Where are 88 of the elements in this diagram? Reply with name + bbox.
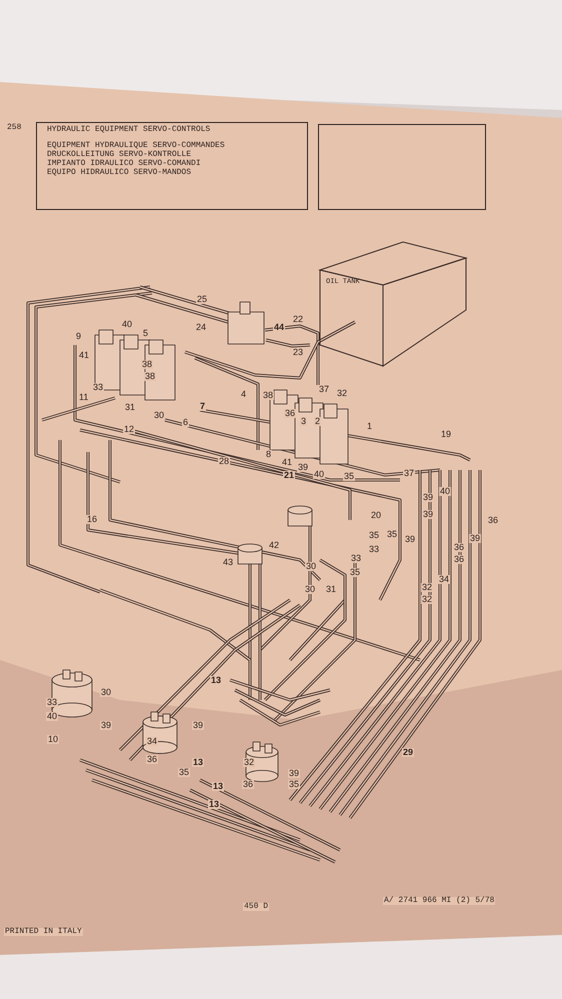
callout-number: 43 bbox=[222, 558, 234, 567]
subheading: EQUIPMENT HYDRAULIQUE SERVO-COMMANDES bbox=[47, 141, 226, 150]
callout-number: 4 bbox=[240, 390, 248, 399]
callout-number: 29 bbox=[402, 748, 414, 757]
footer-text: PRINTED IN ITALY bbox=[4, 928, 83, 936]
empty-box bbox=[318, 124, 486, 210]
callout-number: 30 bbox=[100, 688, 112, 697]
callout-number: 23 bbox=[292, 348, 304, 357]
footer-text: 450 D bbox=[243, 903, 270, 911]
callout-number: 13 bbox=[192, 758, 204, 767]
title-box bbox=[36, 122, 308, 210]
callout-number: 39 bbox=[100, 721, 112, 730]
callout-number: 32 bbox=[243, 758, 256, 767]
callout-number: 40 bbox=[46, 712, 58, 721]
callout-number: 44 bbox=[273, 323, 286, 332]
callout-number: 40 bbox=[121, 320, 134, 329]
callout-number: 9 bbox=[75, 332, 82, 341]
callout-number: 35 bbox=[288, 780, 300, 789]
callout-number: 30 bbox=[153, 411, 166, 420]
callout-number: 34 bbox=[438, 575, 450, 584]
footer-text: A/ 2741 966 MI (2) 5/78 bbox=[383, 897, 496, 905]
callout-number: 39 bbox=[297, 463, 310, 472]
callout-number: 13 bbox=[208, 800, 220, 809]
callout-number: 22 bbox=[292, 315, 304, 324]
callout-number: 2 bbox=[314, 417, 322, 426]
callout-number: 42 bbox=[268, 541, 280, 550]
callout-number: 32 bbox=[421, 595, 434, 604]
callout-number: 39 bbox=[422, 510, 434, 519]
callout-number: 39 bbox=[192, 721, 204, 730]
callout-number: 13 bbox=[210, 676, 222, 685]
subheading: IMPIANTO IDRAULICO SERVO-COMANDI bbox=[47, 159, 202, 168]
callout-number: 39 bbox=[288, 769, 300, 778]
callout-number: 36 bbox=[453, 555, 466, 564]
callout-number: 30 bbox=[305, 562, 318, 571]
callout-number: 24 bbox=[195, 323, 208, 332]
callout-number: 8 bbox=[265, 450, 272, 459]
page-number: 258 bbox=[6, 124, 22, 132]
callout-number: 41 bbox=[78, 351, 90, 360]
callout-number: 19 bbox=[440, 430, 452, 439]
tank-drawing bbox=[318, 240, 468, 370]
callout-number: 33 bbox=[350, 554, 362, 563]
callout-number: 40 bbox=[439, 487, 452, 496]
callout-number: 38 bbox=[144, 372, 156, 381]
callout-number: 32 bbox=[336, 389, 348, 398]
subheading: EQUIPO HIDRAULICO SERVO-MANDOS bbox=[47, 168, 192, 177]
callout-number: 34 bbox=[146, 737, 158, 746]
callout-number: 40 bbox=[313, 470, 326, 479]
callout-number: 38 bbox=[262, 391, 274, 400]
callout-number: 31 bbox=[325, 585, 338, 594]
callout-number: 39 bbox=[422, 493, 434, 502]
callout-number: 36 bbox=[146, 755, 158, 764]
callout-number: 6 bbox=[182, 418, 190, 427]
callout-number: 1 bbox=[366, 422, 374, 431]
callout-number: 35 bbox=[349, 568, 362, 577]
callout-number: 3 bbox=[300, 417, 308, 426]
callout-number: 36 bbox=[453, 543, 466, 552]
callout-number: 35 bbox=[368, 531, 380, 540]
callout-number: 13 bbox=[212, 782, 224, 791]
callout-number: 35 bbox=[386, 530, 398, 539]
callout-number: 12 bbox=[123, 425, 136, 434]
callout-number: 31 bbox=[124, 403, 136, 412]
callout-number: 38 bbox=[141, 360, 154, 369]
callout-number: 7 bbox=[199, 402, 206, 411]
callout-number: 21 bbox=[283, 471, 296, 480]
callout-number: 11 bbox=[78, 393, 90, 402]
callout-number: 20 bbox=[370, 511, 382, 520]
callout-number: 16 bbox=[86, 515, 98, 524]
callout-number: 33 bbox=[92, 383, 104, 392]
subheading: DRUCKOLLEITUNG SERVO-KONTROLLE bbox=[47, 150, 192, 159]
callout-number: 28 bbox=[218, 457, 230, 466]
callout-number: 32 bbox=[421, 583, 434, 592]
callout-number: 33 bbox=[46, 698, 58, 707]
callout-number: 10 bbox=[47, 735, 60, 744]
callout-number: 39 bbox=[469, 534, 482, 543]
callout-number: 36 bbox=[242, 780, 254, 789]
callout-number: 35 bbox=[343, 472, 356, 481]
callout-number: 41 bbox=[281, 458, 294, 467]
callout-number: 30 bbox=[304, 585, 316, 594]
callout-number: 37 bbox=[403, 469, 416, 478]
heading: HYDRAULIC EQUIPMENT SERVO-CONTROLS bbox=[47, 125, 212, 134]
callout-number: 36 bbox=[284, 409, 296, 418]
callout-number: 5 bbox=[142, 329, 150, 338]
callout-number: 36 bbox=[487, 516, 500, 525]
callout-number: 25 bbox=[196, 295, 208, 304]
callout-number: 35 bbox=[178, 768, 190, 777]
callout-number: 39 bbox=[404, 535, 416, 544]
callout-number: 37 bbox=[318, 385, 330, 394]
callout-number: 33 bbox=[368, 545, 380, 554]
